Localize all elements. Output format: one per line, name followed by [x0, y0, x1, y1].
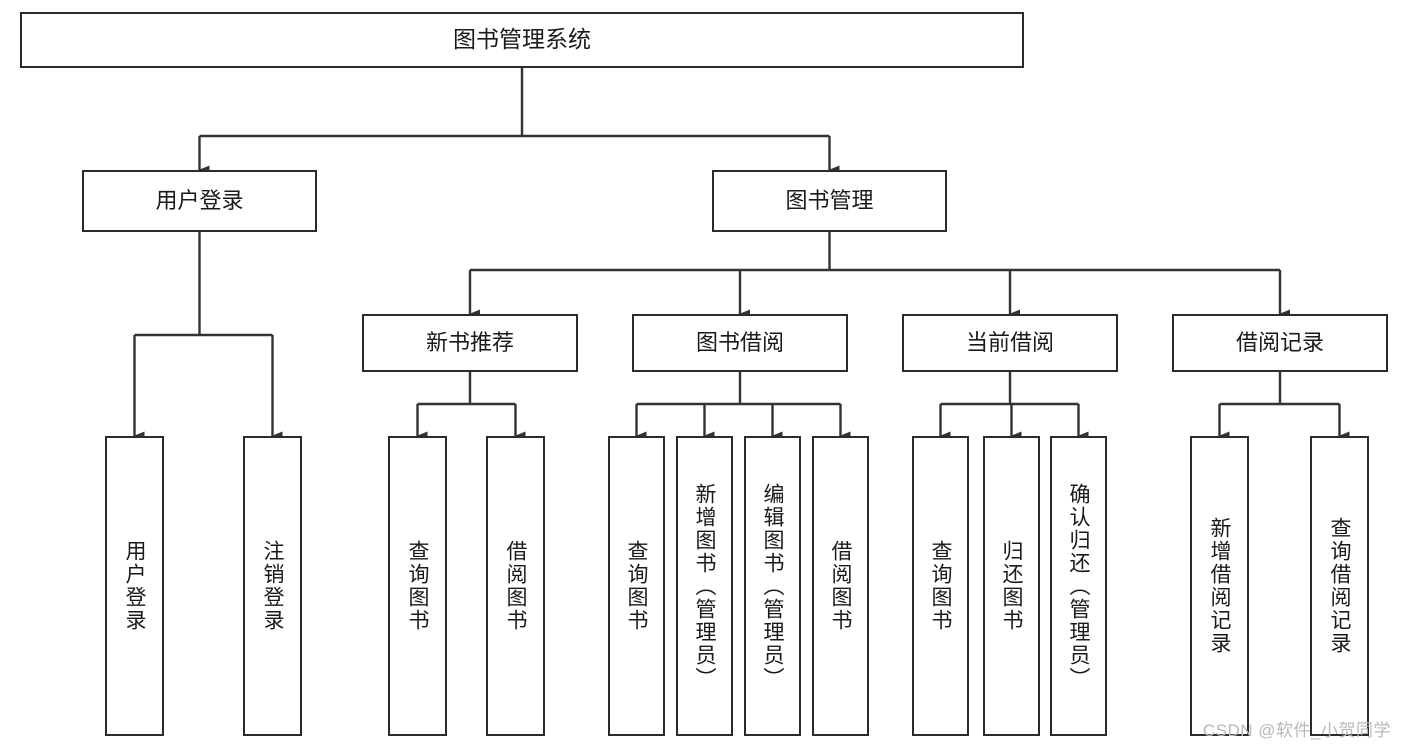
node-label: 查询图书 — [625, 540, 648, 632]
node-label: 新增借阅记录 — [1208, 517, 1231, 655]
node-leaf-r-add: 新增借阅记录 — [1190, 436, 1249, 736]
node-l2-book: 图书管理 — [712, 170, 947, 232]
node-label: 注销登录 — [261, 540, 284, 632]
node-label: 用户登录 — [155, 188, 244, 214]
node-leaf-c-return: 归还图书 — [983, 436, 1040, 736]
node-l3-newbook: 新书推荐 — [362, 314, 578, 372]
node-label: 图书管理系统 — [453, 26, 591, 53]
node-leaf-user-logout: 注销登录 — [243, 436, 302, 736]
node-label: 用户登录 — [123, 540, 146, 632]
node-leaf-new-borrow: 借阅图书 — [486, 436, 545, 736]
node-label: 新书推荐 — [425, 330, 514, 356]
node-label: 编辑图书（管理员） — [761, 482, 784, 690]
node-label: 借阅记录 — [1235, 330, 1324, 356]
node-label: 借阅图书 — [504, 540, 527, 632]
node-leaf-c-confirm: 确认归还（管理员） — [1050, 436, 1107, 736]
node-label: 图书借阅 — [695, 330, 784, 356]
node-label: 借阅图书 — [829, 540, 852, 632]
node-leaf-b-edit: 编辑图书（管理员） — [744, 436, 801, 736]
node-label: 归还图书 — [1000, 540, 1023, 632]
node-label: 查询借阅记录 — [1328, 517, 1351, 655]
node-l3-borrow: 图书借阅 — [632, 314, 848, 372]
node-leaf-new-query: 查询图书 — [388, 436, 447, 736]
node-label: 查询图书 — [406, 540, 429, 632]
node-leaf-user-login: 用户登录 — [105, 436, 164, 736]
node-l2-user: 用户登录 — [82, 170, 317, 232]
node-leaf-c-query: 查询图书 — [912, 436, 969, 736]
node-label: 图书管理 — [785, 188, 874, 214]
node-label: 新增图书（管理员） — [693, 482, 716, 690]
node-label: 当前借阅 — [965, 330, 1054, 356]
node-l3-record: 借阅记录 — [1172, 314, 1388, 372]
node-leaf-r-query: 查询借阅记录 — [1310, 436, 1369, 736]
node-label: 查询图书 — [929, 540, 952, 632]
node-label: 确认归还（管理员） — [1067, 482, 1090, 690]
node-leaf-b-query: 查询图书 — [608, 436, 665, 736]
node-leaf-b-borrow: 借阅图书 — [812, 436, 869, 736]
node-leaf-b-add: 新增图书（管理员） — [676, 436, 733, 736]
node-l3-current: 当前借阅 — [902, 314, 1118, 372]
node-root: 图书管理系统 — [20, 12, 1024, 68]
